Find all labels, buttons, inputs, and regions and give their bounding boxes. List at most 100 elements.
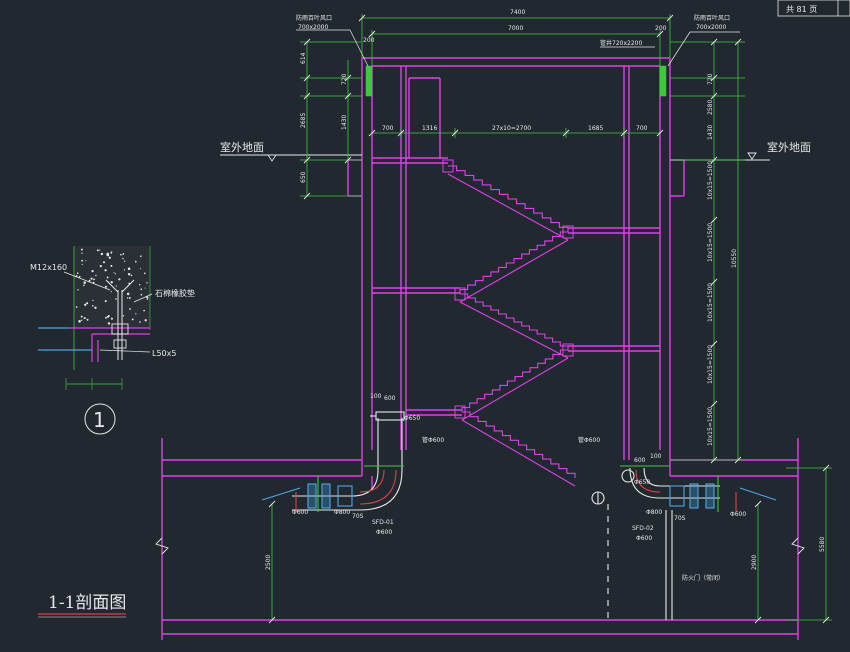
dimension-tick [344,74,352,82]
concrete-dot [115,298,117,300]
detail-angle-label: L50x5 [152,349,176,358]
svg-text:10x15=1500: 10x15=1500 [707,407,714,446]
louver-left [296,29,373,97]
concrete-dot [144,319,147,322]
dimension-ticks [268,14,830,624]
concrete-dot [113,272,115,274]
concrete-dot [144,287,146,289]
svg-text:2580: 2580 [707,100,714,115]
dim-bottom-left: 2500 [265,555,272,570]
concrete-dot [85,260,87,262]
detail-1 [38,246,153,435]
concrete-dot [95,274,97,277]
dimension-tick [358,14,366,22]
right-duct-w: Φ600 [730,511,746,518]
louver-left-size: 700x2000 [298,24,328,31]
left-duct-d3: Φ650 [404,415,420,422]
svg-text:700: 700 [636,125,648,132]
right-duct [591,465,777,620]
right-duct-d3: 100 [650,453,662,460]
duct-top-label: 管井720x2200 [600,39,642,47]
svg-text:10550: 10550 [731,249,738,268]
dimension-tick [710,216,718,224]
concrete-dot [123,269,126,271]
stair-soffit [459,301,569,359]
dimension-tick [734,456,742,464]
stair-soffit [459,239,569,303]
louver-right-label: 防雨百叶风口 [694,14,730,22]
stair-soffit [461,419,576,487]
beam-ends [442,159,574,419]
concrete-dot [143,272,146,275]
fire-door-label: 防火门（常闭） [682,574,724,582]
dimension-tick [656,30,664,38]
dimension-tick [268,616,276,624]
concrete-dot [76,272,79,274]
concrete-dot [139,268,142,270]
concrete-dot [92,304,94,307]
dimension-tick [303,38,311,46]
concrete-dot [131,318,134,321]
break-marks [155,537,805,555]
right-duct-d6: 70S [674,515,686,522]
svg-text:2685: 2685 [300,113,307,128]
dim-top-wall-right: 200 [655,25,667,32]
dimension-tick [368,129,376,137]
svg-text:1316: 1316 [422,125,437,132]
concrete-dot [139,255,142,258]
dimension-tick [344,92,352,100]
concrete-dot [84,303,87,306]
concrete-dot [92,299,94,302]
concrete-dot [99,265,102,268]
concrete-dot [115,285,117,287]
dimension-tick [397,129,405,137]
concrete-dot [118,278,121,281]
svg-text:720: 720 [341,73,348,85]
right-duct-d5: Φ800 [646,509,662,516]
left-duct-tag2: Φ600 [376,529,392,536]
dimension-tick [368,30,376,38]
louver-left-label: 防雨百叶风口 [296,14,332,22]
dim-bottom-right: 2900 [751,555,758,570]
dimension-tick [710,278,718,286]
dimension-tick [710,456,718,464]
left-duct-d2: 100 [370,393,382,400]
concrete-dot [81,252,83,254]
dimension-tick [303,156,311,164]
dimension-tick [303,192,311,200]
dim-bottom-total: 5580 [819,537,826,552]
concrete-dot [81,259,83,262]
concrete-dot [75,306,78,308]
concrete-dot [127,273,131,276]
concrete-dot [122,315,125,317]
concrete-dot [110,252,112,254]
dimension-tick [620,129,628,137]
dimension-tick [710,74,718,82]
right-duct-d4: Φ650 [634,479,650,486]
concrete-dot [99,249,101,251]
svg-text:700: 700 [382,125,394,132]
concrete-dot [105,316,107,319]
concrete-dot [83,317,86,320]
dimension-tick [822,616,830,624]
svg-text:650: 650 [300,171,307,183]
concrete-dot [140,293,143,296]
concrete-dot [110,317,113,320]
dimension-tick [451,129,459,137]
concrete-dot [86,318,89,321]
concrete-dot [102,261,106,264]
louver-right [659,31,740,97]
stair-flights [447,165,576,487]
dimension-tick [268,500,276,508]
concrete-dot [77,289,79,291]
concrete-dot [86,302,89,305]
concrete-dot [104,285,107,288]
detail-pad-label: 石棉橡胶垫 [155,288,195,298]
dim-row: 700 1316 27x10=2700 1685 700 [382,125,648,132]
dimension-tick [710,92,718,100]
drawing-title: 1-1剖面图 [48,593,126,613]
dimension-tick [303,92,311,100]
stair-flight [462,411,576,478]
concrete-dot [81,319,83,321]
svg-text:10x15=1500: 10x15=1500 [707,223,714,262]
